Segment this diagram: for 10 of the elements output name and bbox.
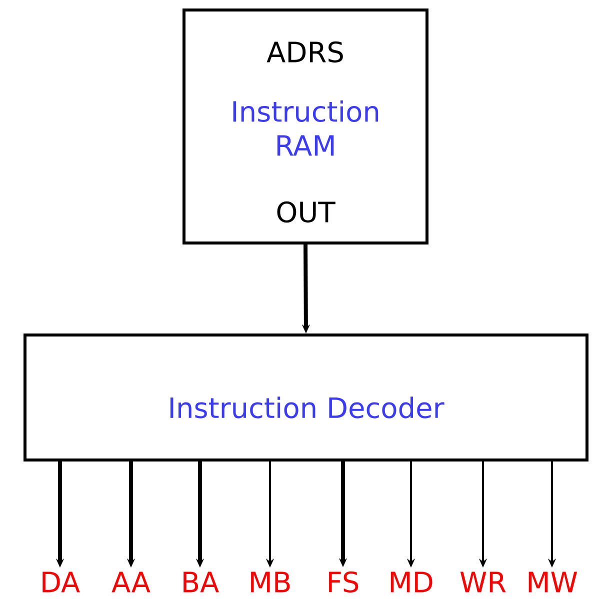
signal-label: AA <box>112 572 150 592</box>
signal-label: FS <box>329 571 358 593</box>
signal-label: MB <box>251 572 290 592</box>
signal-label: WR <box>460 572 506 592</box>
signal-label: DA <box>42 572 80 592</box>
signal-label: MW <box>528 572 577 592</box>
block-box: ADRS Instruction RAM OUT <box>182 8 428 244</box>
signal-label: BA <box>184 572 219 592</box>
signal-label: MD <box>390 572 432 592</box>
block-box: Instruction Decoder <box>24 334 588 462</box>
